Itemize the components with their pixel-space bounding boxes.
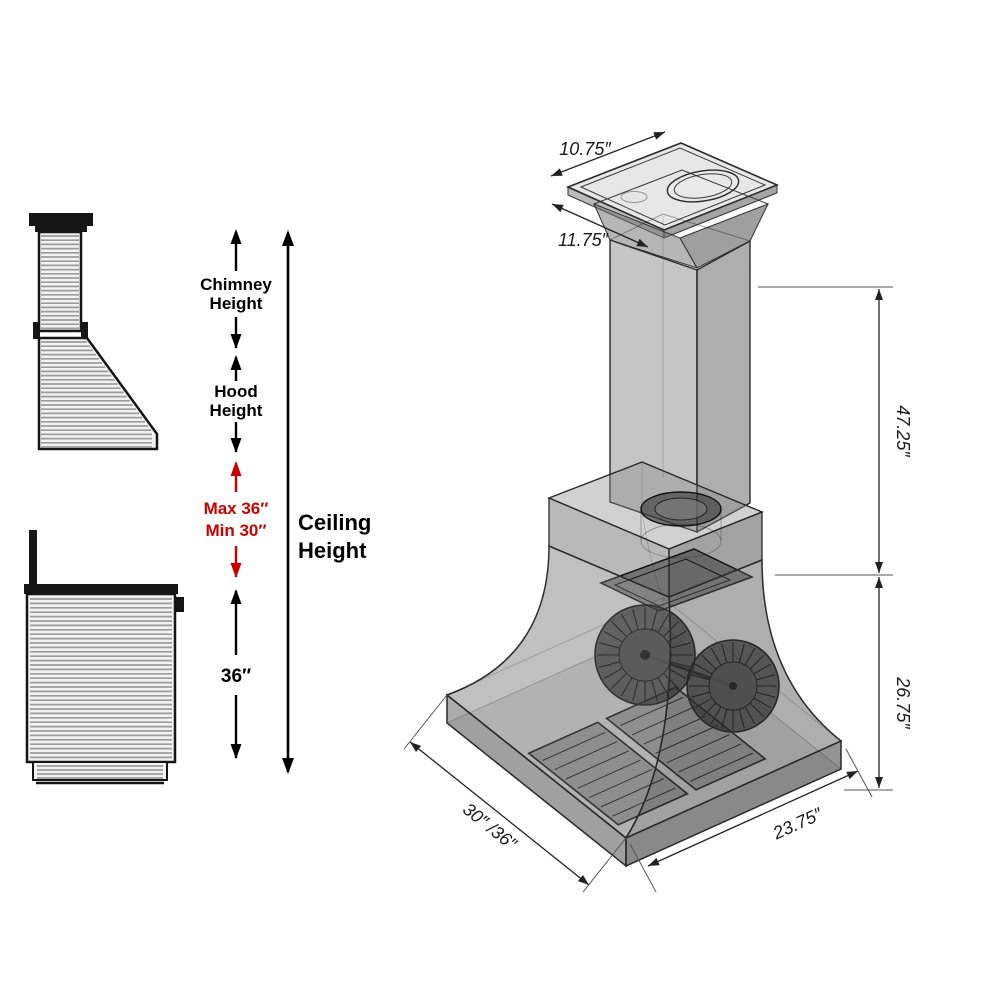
dim-top-depth: 11.75″ bbox=[558, 230, 609, 250]
hood-cap-step bbox=[35, 226, 87, 232]
max-height-label: Max 36″ bbox=[204, 499, 269, 518]
duct-hole bbox=[666, 169, 740, 203]
ceiling-height-label2: Height bbox=[298, 538, 367, 563]
ceiling-height-label: Ceiling bbox=[298, 510, 371, 535]
dimension-lines bbox=[409, 131, 880, 886]
base-rim-right bbox=[625, 739, 842, 868]
dim-lower-height: 26.75″ bbox=[893, 676, 913, 729]
dim-upper-height: 47.25″ bbox=[893, 405, 913, 457]
min-height-label: Min 30″ bbox=[205, 521, 266, 540]
range-handle-bracket bbox=[175, 597, 184, 612]
chimney-tab-right bbox=[81, 322, 88, 339]
range-cooktop bbox=[24, 584, 178, 594]
range-clearance-label: 36″ bbox=[221, 666, 251, 687]
arrowheads bbox=[230, 132, 883, 885]
dim-hood-width: 30″ /36″ bbox=[459, 799, 521, 854]
isometric-hood bbox=[445, 142, 843, 868]
range-backguard bbox=[29, 530, 37, 586]
extension-lines bbox=[403, 286, 893, 893]
dim-hood-depth: 23.75″ bbox=[769, 804, 826, 844]
chimney-height-label2: Height bbox=[210, 294, 263, 313]
height-legend: Chimney Height Hood Height Max 36″ Min 3… bbox=[200, 232, 371, 772]
hood-height-label: Hood bbox=[214, 382, 257, 401]
chimney-tab-left bbox=[33, 322, 40, 339]
stainless-texture bbox=[30, 235, 172, 779]
dim-top-width: 10.75″ bbox=[559, 139, 611, 159]
hood-cap bbox=[29, 213, 93, 226]
baffle-filters bbox=[527, 686, 767, 826]
ceiling-plate bbox=[565, 142, 780, 239]
chimney-duct bbox=[609, 213, 751, 534]
hood-height-label2: Height bbox=[210, 401, 263, 420]
chimney-height-label: Chimney bbox=[200, 275, 272, 294]
motor-mount bbox=[599, 548, 754, 612]
